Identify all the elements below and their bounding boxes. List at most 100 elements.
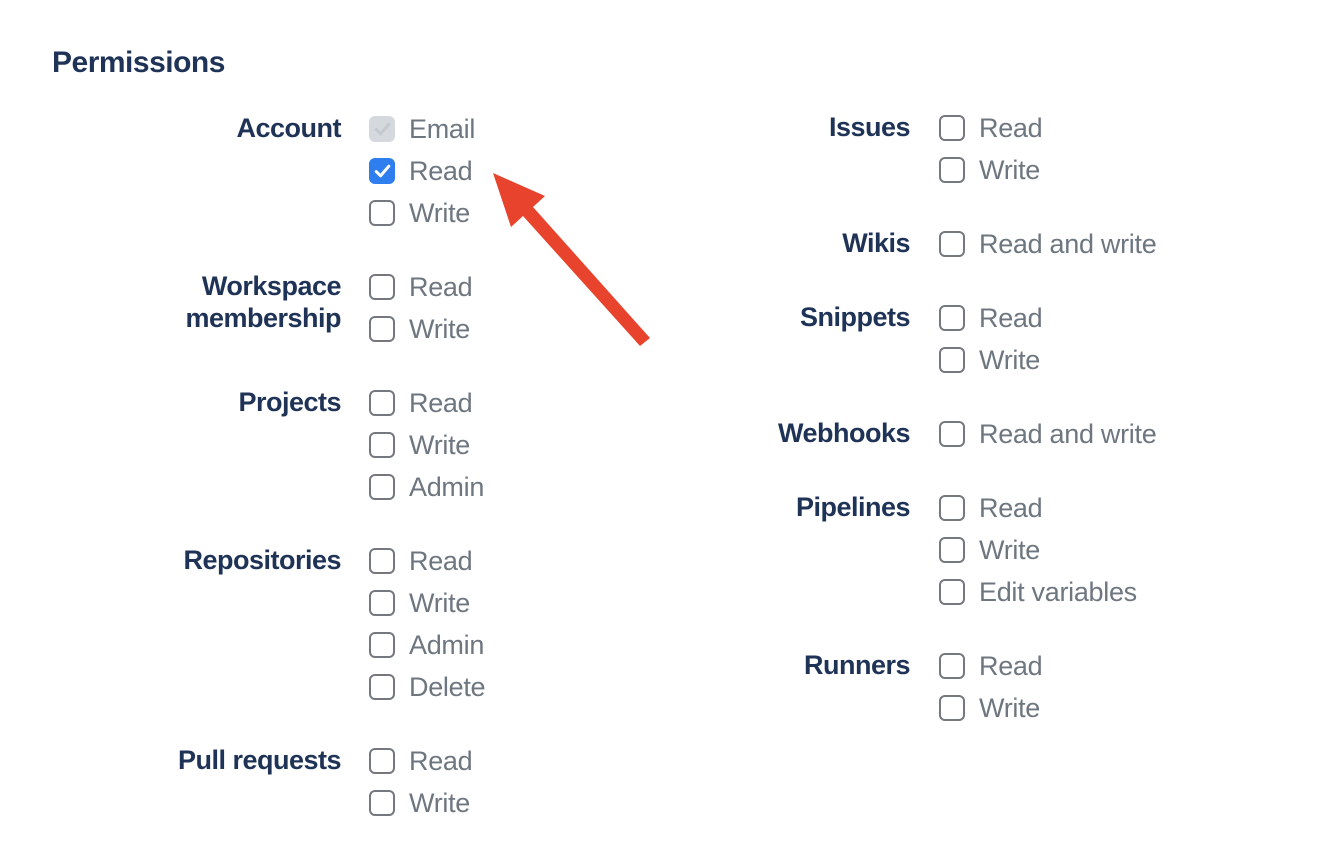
checkbox-label-workspace-membership-write: Write (409, 314, 471, 344)
checkbox-row-webhooks-read-and-write[interactable]: Read and write (939, 413, 1157, 455)
wikis-read-and-write-checkbox[interactable] (939, 231, 965, 257)
checkmark-icon (374, 164, 390, 178)
permission-group-label-pull-requests: Pull requests (177, 745, 342, 775)
checkmark-icon (374, 122, 390, 136)
workspace-membership-write-checkbox[interactable] (369, 316, 395, 342)
projects-read-checkbox[interactable] (369, 390, 395, 416)
runners-write-checkbox[interactable] (939, 695, 965, 721)
checkbox-label-pull-requests-write: Write (409, 788, 471, 818)
checkbox-row-pipelines-edit-variables[interactable]: Edit variables (939, 571, 1137, 613)
checkbox-row-workspace-membership-read[interactable]: Read (369, 266, 473, 308)
checkbox-row-snippets-read[interactable]: Read (939, 297, 1043, 339)
checkbox-row-runners-read[interactable]: Read (939, 645, 1043, 687)
checkbox-label-account-write: Write (409, 198, 471, 228)
account-read-checkbox[interactable] (369, 158, 395, 184)
checkbox-row-projects-write[interactable]: Write (369, 424, 484, 466)
checkbox-label-account-read: Read (409, 156, 473, 186)
permission-group-label-webhooks: Webhooks (777, 418, 911, 448)
checkbox-label-pipelines-edit-variables: Edit variables (979, 577, 1137, 607)
permission-group-items-wikis: Read and write (939, 223, 1157, 265)
checkbox-label-wikis-read-and-write: Read and write (979, 229, 1157, 259)
checkbox-row-issues-write[interactable]: Write (939, 149, 1042, 191)
snippets-write-checkbox[interactable] (939, 347, 965, 373)
snippets-read-checkbox[interactable] (939, 305, 965, 331)
issues-read-checkbox[interactable] (939, 115, 965, 141)
repositories-read-checkbox[interactable] (369, 548, 395, 574)
checkbox-row-repositories-write[interactable]: Write (369, 582, 485, 624)
workspace-membership-read-checkbox[interactable] (369, 274, 395, 300)
checkbox-label-issues-write: Write (979, 155, 1041, 185)
permission-group-label-projects: Projects (238, 387, 341, 417)
permission-group-label-pipelines: Pipelines (795, 492, 911, 522)
checkbox-row-repositories-admin[interactable]: Admin (369, 624, 485, 666)
repositories-admin-checkbox[interactable] (369, 632, 395, 658)
checkbox-label-repositories-read: Read (409, 546, 473, 576)
checkbox-row-pull-requests-read[interactable]: Read (369, 740, 473, 782)
issues-write-checkbox[interactable] (939, 157, 965, 183)
checkbox-row-account-email: Email (369, 108, 475, 150)
checkbox-row-pull-requests-write[interactable]: Write (369, 782, 472, 824)
checkbox-row-projects-admin[interactable]: Admin (369, 466, 484, 508)
checkbox-row-snippets-write[interactable]: Write (939, 339, 1042, 381)
checkbox-label-snippets-read: Read (979, 303, 1043, 333)
checkbox-row-projects-read[interactable]: Read (369, 382, 484, 424)
checkbox-row-issues-read[interactable]: Read (939, 107, 1043, 149)
pipelines-edit-variables-checkbox[interactable] (939, 579, 965, 605)
checkbox-label-repositories-admin: Admin (409, 630, 485, 660)
checkbox-label-workspace-membership-read: Read (409, 272, 473, 302)
checkbox-label-runners-read: Read (979, 651, 1043, 681)
checkbox-label-pipelines-write: Write (979, 535, 1041, 565)
permission-group-label-workspace-membership: Workspace membership (185, 271, 341, 333)
checkbox-row-pipelines-read[interactable]: Read (939, 487, 1137, 529)
pull-requests-read-checkbox[interactable] (369, 748, 395, 774)
checkbox-row-repositories-delete[interactable]: Delete (369, 666, 486, 708)
pull-requests-write-checkbox[interactable] (369, 790, 395, 816)
checkbox-label-account-email: Email (409, 114, 476, 144)
checkbox-row-wikis-read-and-write[interactable]: Read and write (939, 223, 1157, 265)
page-title: Permissions (52, 46, 225, 79)
checkbox-row-runners-write[interactable]: Write (939, 687, 1042, 729)
repositories-delete-checkbox[interactable] (369, 674, 395, 700)
checkbox-row-workspace-membership-write[interactable]: Write (369, 308, 472, 350)
repositories-write-checkbox[interactable] (369, 590, 395, 616)
checkbox-row-account-read[interactable]: Read (369, 150, 475, 192)
projects-admin-checkbox[interactable] (369, 474, 395, 500)
pipelines-read-checkbox[interactable] (939, 495, 965, 521)
permission-group-label-account: Account (236, 113, 342, 143)
checkbox-label-issues-read: Read (979, 113, 1043, 143)
checkbox-label-repositories-write: Write (409, 588, 471, 618)
checkbox-label-projects-read: Read (409, 388, 473, 418)
checkbox-row-pipelines-write[interactable]: Write (939, 529, 1137, 571)
projects-write-checkbox[interactable] (369, 432, 395, 458)
checkbox-label-projects-write: Write (409, 430, 471, 460)
account-write-checkbox[interactable] (369, 200, 395, 226)
checkbox-label-runners-write: Write (979, 693, 1041, 723)
checkbox-row-account-write[interactable]: Write (369, 192, 475, 234)
webhooks-read-and-write-checkbox[interactable] (939, 421, 965, 447)
pipelines-write-checkbox[interactable] (939, 537, 965, 563)
checkbox-label-snippets-write: Write (979, 345, 1041, 375)
runners-read-checkbox[interactable] (939, 653, 965, 679)
checkbox-row-repositories-read[interactable]: Read (369, 540, 485, 582)
permission-group-label-snippets: Snippets (799, 302, 911, 332)
checkbox-label-pull-requests-read: Read (409, 746, 473, 776)
